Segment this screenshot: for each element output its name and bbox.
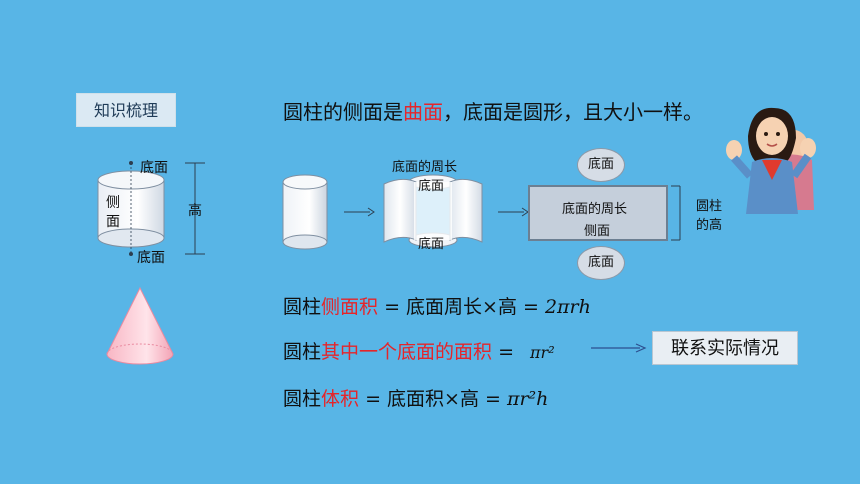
f2-highlight: 其中一个底面的面积	[321, 341, 493, 363]
f3-prefix: 圆柱	[283, 388, 322, 410]
formula-volume: 圆柱体积 = 底面积×高 = πr²h	[283, 384, 548, 411]
unfold-cylinder	[282, 174, 328, 250]
net-side-label: 侧面	[584, 224, 611, 239]
f2-prefix: 圆柱	[283, 341, 322, 363]
cylinder-side-label-2: 面	[106, 214, 120, 230]
cylinder-height-label: 高	[188, 203, 202, 219]
f3-math: πr²h	[506, 388, 549, 410]
perimeter-label: 底面的周长	[392, 160, 458, 175]
net-height-label-2: 的高	[696, 218, 723, 233]
f3-rest: = 底面积×高 =	[359, 388, 507, 410]
f1-math: 2πrh	[544, 296, 591, 318]
cone-shape	[106, 286, 174, 365]
net-rectangle	[528, 185, 668, 241]
open-bottom-label: 底面	[418, 237, 445, 252]
arrow-1-icon	[344, 207, 375, 217]
net-perimeter-label: 底面的周长	[562, 202, 628, 217]
formula-base-area: 圆柱其中一个底面的面积 = πr²	[283, 337, 555, 364]
cylinder-bottom-label: 底面	[137, 250, 165, 266]
heading-part2: ，底面是圆形，且大小一样。	[443, 100, 703, 124]
net-top-circle: 底面	[577, 148, 625, 182]
net-height-label-1: 圆柱	[696, 199, 723, 214]
formula-lateral-area: 圆柱侧面积 = 底面周长×高 = 2πrh	[283, 292, 591, 319]
net-bottom-circle: 底面	[577, 246, 625, 280]
f3-highlight: 体积	[321, 388, 360, 410]
height-bracket	[671, 185, 681, 241]
student-illustration	[726, 107, 816, 214]
f1-highlight: 侧面积	[321, 296, 379, 318]
cylinder-diagram	[97, 161, 205, 256]
f1-prefix: 圆柱	[283, 296, 322, 318]
heading-part1: 圆柱的侧面是	[283, 100, 403, 124]
arrow-to-button-icon	[591, 343, 647, 353]
f2-math: πr²	[530, 343, 555, 362]
opening-cylinder	[383, 174, 483, 248]
link-real-life-button[interactable]: 联系实际情况	[652, 331, 798, 365]
open-top-label: 底面	[418, 179, 445, 194]
heading-highlight: 曲面	[403, 100, 443, 124]
cylinder-top-label: 底面	[140, 160, 168, 176]
f2-rest: =	[492, 341, 521, 363]
cylinder-side-label-1: 侧	[106, 195, 120, 211]
arrow-2-icon	[498, 207, 529, 217]
section-tag: 知识梳理	[76, 93, 176, 127]
f1-rest: = 底面周长×高 =	[378, 296, 545, 318]
page-heading: 圆柱的侧面是曲面，底面是圆形，且大小一样。	[283, 96, 703, 125]
